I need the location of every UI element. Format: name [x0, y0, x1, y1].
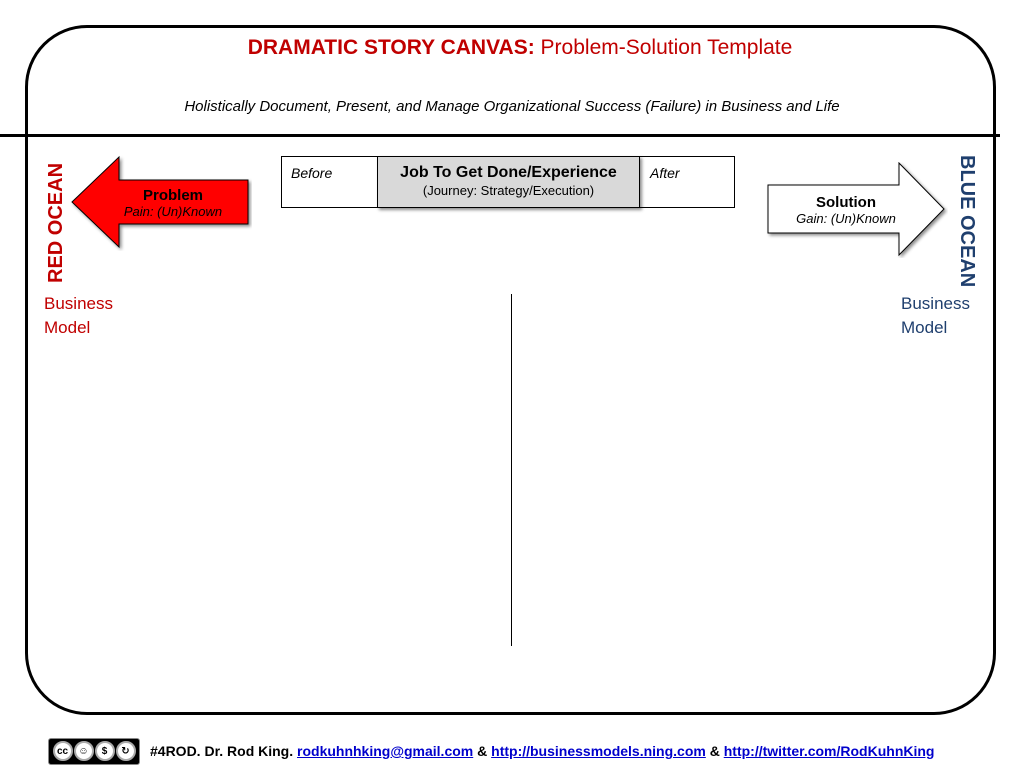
title-rest: Problem-Solution Template — [534, 36, 793, 59]
right-business-model: Business Model — [901, 292, 970, 340]
credit-text: #4ROD. Dr. Rod King. — [150, 743, 294, 759]
canvas-frame — [25, 25, 996, 715]
sa-icon: ↻ — [115, 741, 136, 761]
solution-subtitle: Gain: (Un)Known — [796, 211, 896, 226]
page-subtitle: Holistically Document, Present, and Mana… — [184, 98, 840, 115]
header-divider — [0, 134, 1000, 137]
job-before: Before — [291, 165, 333, 181]
left-model-line1: Business — [44, 294, 113, 313]
solution-arrow — [767, 162, 945, 257]
left-model-line2: Model — [44, 318, 91, 337]
email-link[interactable]: rodkuhnhking@gmail.com — [297, 743, 474, 759]
right-model-line2: Model — [901, 318, 948, 337]
job-center: Job To Get Done/Experience (Journey: Str… — [377, 156, 640, 208]
problem-arrow — [71, 155, 249, 249]
twitter-link[interactable]: http://twitter.com/RodKuhnKing — [723, 743, 935, 759]
job-title: Job To Get Done/Experience — [400, 164, 617, 181]
cc-license-badge[interactable]: cc ☺ $ ↻ — [48, 737, 140, 765]
cc-icon: cc — [52, 741, 73, 761]
separator-2: & — [709, 743, 720, 759]
job-box: Before Job To Get Done/Experience (Journ… — [281, 156, 735, 208]
problem-text: Problem Pain: (Un)Known — [108, 187, 238, 219]
businessmodels-link[interactable]: http://businessmodels.ning.com — [491, 743, 706, 759]
by-icon: ☺ — [73, 741, 94, 761]
center-divider — [511, 294, 512, 646]
right-model-line1: Business — [901, 294, 970, 313]
red-ocean-label: RED OCEAN — [45, 162, 67, 283]
problem-title: Problem — [142, 187, 203, 204]
title-bold: DRAMATIC STORY CANVAS: — [247, 36, 535, 59]
blue-ocean-label: BLUE OCEAN — [956, 155, 978, 288]
solution-arrow-shape — [767, 162, 945, 257]
nc-icon: $ — [94, 741, 115, 761]
solution-title: Solution — [816, 194, 876, 211]
separator-1: & — [477, 743, 488, 759]
solution-text: Solution Gain: (Un)Known — [780, 194, 912, 226]
problem-subtitle: Pain: (Un)Known — [123, 204, 223, 219]
problem-arrow-shape — [71, 155, 249, 249]
job-subtitle: (Journey: Strategy/Execution) — [422, 183, 595, 198]
page-title: DRAMATIC STORY CANVAS: Problem-Solution … — [0, 36, 1024, 60]
job-after: After — [650, 165, 680, 181]
left-business-model: Business Model — [44, 292, 113, 340]
footer: cc ☺ $ ↻ #4ROD. Dr. Rod King. rodkuhnhki… — [48, 736, 934, 766]
footer-credit: #4ROD. Dr. Rod King. rodkuhnhking@gmail.… — [150, 743, 934, 759]
